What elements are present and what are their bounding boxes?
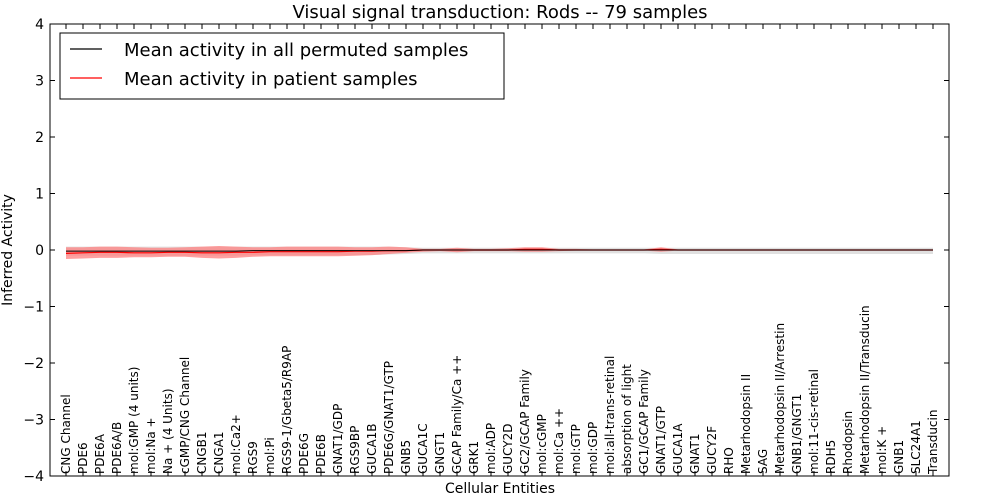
x-tick-label: GNAT1/GDP [331,404,345,474]
x-tick-label: GNB1 [892,440,906,474]
x-tick-label: mol:GDP [586,422,600,474]
x-tick-label: RGS9BP [348,426,362,474]
legend-box [59,32,505,100]
x-tick-label: SAG [756,449,770,474]
x-tick-label: Rhodopsin [841,411,855,474]
y-tick-label: −4 [23,469,44,485]
y-tick-label: −1 [23,300,44,316]
legend-label-patient: Mean activity in patient samples [124,69,418,90]
x-tick-label: GNGT1 [433,432,447,474]
x-tick-label: GUCA1B [365,423,379,474]
y-tick-label: −3 [23,413,44,429]
x-tick-label: GUCA1A [671,423,685,474]
x-tick-label: cGMP/CNG Channel [178,357,192,474]
x-tick-label: mol:Ca2+ [229,414,243,474]
y-axis-label: Inferred Activity [0,194,16,306]
x-tick-label: GCAP Family/Ca ++ [450,355,464,474]
x-tick-label: RGS9-1/Gbeta5/R9AP [280,346,294,474]
x-tick-label: Na + (4 Units) [161,388,175,474]
x-tick-label: mol:GTP [569,424,583,474]
x-tick-label: GC1/GCAP Family [637,369,651,474]
x-tick-label: GNAT1 [688,433,702,474]
x-tick-label: PDE6G/GNAT1/GTP [382,361,396,474]
x-tick-label: mol:all-trans-retinal [603,356,617,474]
x-tick-label: mol:Na + [144,417,158,474]
x-tick-label: mol:GMP (4 units) [127,367,141,474]
patient-confidence-band [66,246,933,259]
legend: Mean activity in all permuted samples Me… [59,32,505,100]
x-tick-label: CNGB1 [195,431,209,474]
legend-label-permuted: Mean activity in all permuted samples [124,40,468,61]
y-tick-label: −2 [23,356,44,372]
x-tick-label: mol:11-cis-retinal [807,369,821,474]
x-tick-label: GRK1 [467,441,481,474]
x-tick-label: PDE6G [297,433,311,474]
x-tick-label: PDE6B [314,434,328,474]
x-tick-label: PDE6 [76,442,90,474]
y-tick-label: 3 [35,74,44,90]
x-tick-label: absorption of light [620,364,634,474]
x-tick-label: mol:Pi [263,437,277,474]
x-tick-label: mol:Ca ++ [552,408,566,474]
x-axis-label: Cellular Entities [445,481,555,497]
x-tick-label: RHO [722,447,736,474]
x-tick-label: GNB1/GNGT1 [790,394,804,474]
y-tick-label: 1 [35,187,44,203]
x-tick-label: mol:cGMP [535,414,549,474]
y-tick-label: 2 [35,130,44,146]
x-tick-label: GUCY2D [501,424,515,474]
x-tick-label: PDE6A/B [110,422,124,474]
x-tick-label: mol:K + [875,426,889,474]
x-tick-label: RGS9 [246,441,260,474]
x-tick-label: Metarhodopsin II/Transducin [858,305,872,474]
x-tick-label: Metarhodopsin II [739,374,753,474]
x-tick-label: CNGA1 [212,432,226,475]
x-tick-label: Transducin [926,410,940,475]
x-tick-label: SLC24A1 [909,420,923,474]
chart-title: Visual signal transduction: Rods -- 79 s… [292,2,707,23]
x-tick-label: GNAT1/GTP [654,406,668,474]
x-tick-label: RDH5 [824,440,838,474]
y-tick-label: 0 [35,243,44,259]
x-tick-label: PDE6A [93,433,107,474]
x-tick-label: mol:ADP [484,423,498,474]
x-tick-label: GNB5 [399,440,413,474]
x-tick-label: GUCA1C [416,423,430,474]
x-tick-label: CNG Channel [59,394,73,474]
x-tick-label: GC2/GCAP Family [518,369,532,474]
y-tick-label: 4 [35,17,44,33]
x-tick-label: Metarhodopsin II/Arrestin [773,323,787,474]
x-tick-label: GUCY2F [705,426,719,474]
series-line-permuted [66,249,933,252]
